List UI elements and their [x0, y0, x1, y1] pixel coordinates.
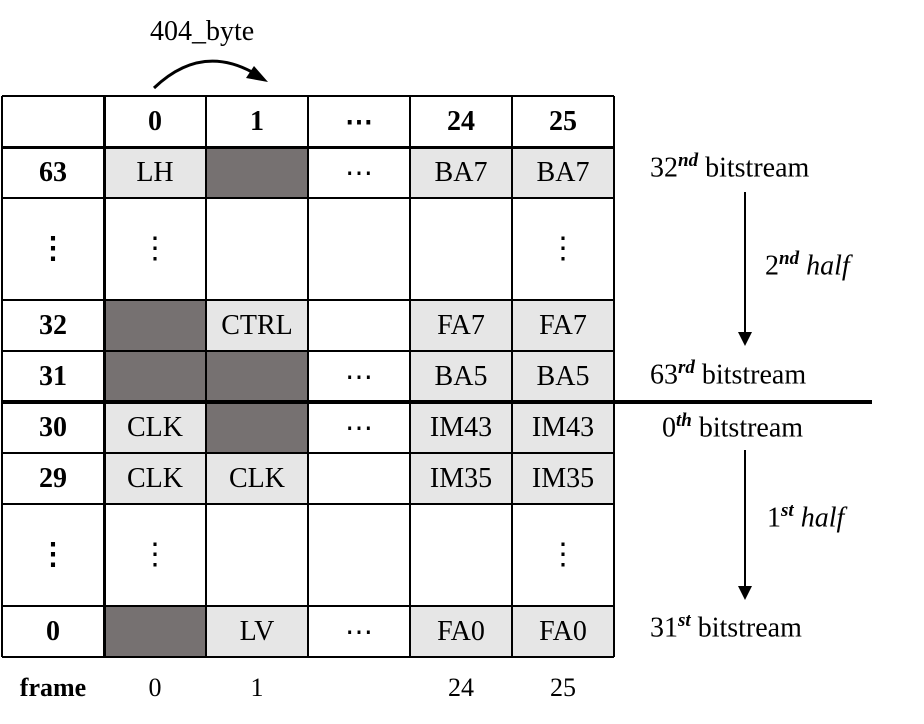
- row-label: 63: [39, 156, 67, 188]
- annotation-text: bitstream: [691, 412, 804, 444]
- table-cell: FA0: [512, 606, 614, 657]
- grid-line-vertical: [1, 96, 3, 657]
- column-header: 24: [447, 105, 475, 137]
- annotation-suffix: st: [781, 500, 794, 521]
- row-label: ⋮: [38, 538, 68, 571]
- annotation-text: bitstream: [694, 359, 807, 391]
- arrow-1st-half-head: [738, 586, 752, 600]
- table-cell: FA7: [410, 300, 512, 351]
- annotation-31st-bitstream: 31st bitstream: [650, 610, 802, 644]
- table-cell: [308, 198, 410, 300]
- grid-line-vertical: [205, 96, 207, 657]
- table-cell: ⋮: [548, 232, 578, 265]
- table-cell: FA7: [512, 300, 614, 351]
- row-label-divider-line: [102, 96, 106, 657]
- annotation-number: 32: [650, 152, 678, 184]
- row-label: 31: [39, 360, 67, 392]
- table-cell: [308, 453, 410, 504]
- annotation-suffix: nd: [678, 150, 699, 171]
- byte-shift-arrow: [152, 59, 268, 90]
- row-label: ⋮: [38, 232, 68, 265]
- half-divider-line: [2, 400, 872, 404]
- annotation-0th-bitstream: 0th bitstream: [662, 410, 803, 444]
- column-header: 25: [549, 105, 577, 137]
- annotation-number: 2: [765, 250, 779, 282]
- grid-line-vertical: [511, 96, 513, 657]
- annotation-suffix: nd: [779, 248, 800, 269]
- table-cell: CLK: [104, 453, 206, 504]
- annotation-suffix: rd: [678, 357, 695, 378]
- annotation-word: half: [800, 502, 845, 534]
- table-cell: BA7: [410, 147, 512, 198]
- annotation-number: 63: [650, 359, 678, 391]
- annotation-number: 1: [767, 502, 781, 534]
- table-cell: [410, 504, 512, 606]
- arrow-1st-half-shaft: [744, 450, 746, 586]
- frame-row-label: frame: [19, 673, 87, 702]
- row-label: 30: [39, 411, 67, 443]
- table-cell: [104, 606, 206, 657]
- annotation-number: 31: [650, 612, 678, 644]
- grid-line-vertical: [307, 96, 309, 657]
- table-cell: [104, 351, 206, 402]
- row-label: 29: [39, 462, 67, 494]
- table-cell: ⋯: [345, 157, 373, 189]
- table-cell: IM43: [512, 402, 614, 453]
- annotation-63rd-bitstream: 63rd bitstream: [650, 357, 806, 391]
- annotation-text: bitstream: [690, 612, 802, 644]
- table-cell: IM35: [410, 453, 512, 504]
- table-cell: IM43: [410, 402, 512, 453]
- table-cell: ⋮: [140, 232, 170, 265]
- annotation-suffix: st: [678, 610, 691, 631]
- annotation-1st-half: 1st half: [767, 500, 844, 534]
- table-cell: BA5: [512, 351, 614, 402]
- grid-line-vertical: [613, 96, 615, 657]
- annotation-32nd-bitstream: 32nd bitstream: [650, 150, 809, 184]
- table-cell: LV: [206, 606, 308, 657]
- table-cell: [206, 198, 308, 300]
- table-cell: [308, 504, 410, 606]
- table-cell: [104, 300, 206, 351]
- table-cell: FA0: [410, 606, 512, 657]
- table-cell: ⋯: [345, 361, 373, 393]
- column-header: 0: [148, 105, 162, 137]
- table-cell: [206, 147, 308, 198]
- grid-line-horizontal: [2, 95, 614, 97]
- table-cell: BA5: [410, 351, 512, 402]
- annotation-number: 0: [662, 412, 676, 444]
- frame-number: 1: [250, 673, 264, 702]
- header-corner-cell: [2, 96, 104, 147]
- frame-number: 0: [148, 673, 162, 702]
- column-header: 1: [250, 105, 264, 137]
- table-cell: [410, 198, 512, 300]
- table-cell: [206, 402, 308, 453]
- annotation-text: bitstream: [698, 152, 810, 184]
- column-header: ⋯: [345, 106, 373, 138]
- annotation-word: half: [806, 250, 850, 282]
- frame-number: 24: [448, 673, 474, 702]
- table-cell: CLK: [206, 453, 308, 504]
- table-cell: [308, 300, 410, 351]
- grid-line-vertical: [409, 96, 411, 657]
- row-label: 0: [46, 615, 60, 647]
- table-cell: BA7: [512, 147, 614, 198]
- arrow-2nd-half-shaft: [744, 192, 746, 332]
- table-cell: CTRL: [206, 300, 308, 351]
- annotation-suffix: th: [676, 410, 692, 431]
- frame-number: 25: [550, 673, 576, 702]
- table-cell: CLK: [104, 402, 206, 453]
- table-cell: LH: [104, 147, 206, 198]
- table-cell: ⋮: [140, 538, 170, 571]
- table-cell: IM35: [512, 453, 614, 504]
- table-cell: [206, 351, 308, 402]
- table-cell: ⋯: [345, 412, 373, 444]
- table-cell: [206, 504, 308, 606]
- table-cell: ⋯: [345, 616, 373, 648]
- table-cell: ⋮: [548, 538, 578, 571]
- top-label-404-byte: 404_byte: [150, 16, 255, 47]
- annotation-2nd-half: 2nd half: [765, 248, 850, 282]
- row-label: 32: [39, 309, 67, 341]
- arrow-2nd-half-head: [738, 332, 752, 346]
